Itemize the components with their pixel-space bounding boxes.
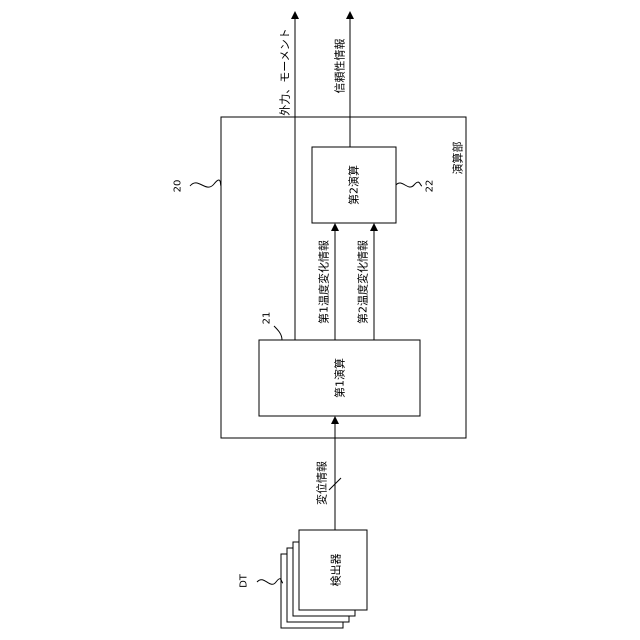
ref-dt: DT [239, 573, 250, 588]
second-temp-label: 第2温度変化情報 [356, 240, 370, 324]
displacement-label: 変位情報 [315, 461, 329, 505]
leader-dt [257, 579, 283, 585]
leader-20 [190, 180, 221, 187]
first-compute-label: 第1演算 [333, 358, 347, 398]
compute-unit-label: 演算部 [451, 142, 465, 175]
detector-label: 検出器 [329, 554, 343, 587]
ref-22: 22 [425, 180, 436, 193]
ref-20: 20 [173, 180, 184, 193]
external-force-label: 外力、モーメント [279, 28, 292, 116]
leader-21 [274, 326, 282, 340]
second-compute-label: 第2演算 [347, 165, 361, 205]
reliability-label: 信頼性情報 [333, 39, 347, 94]
ref-21: 21 [262, 312, 273, 325]
leader-22 [396, 182, 422, 187]
first-temp-label: 第1温度変化情報 [317, 240, 331, 324]
